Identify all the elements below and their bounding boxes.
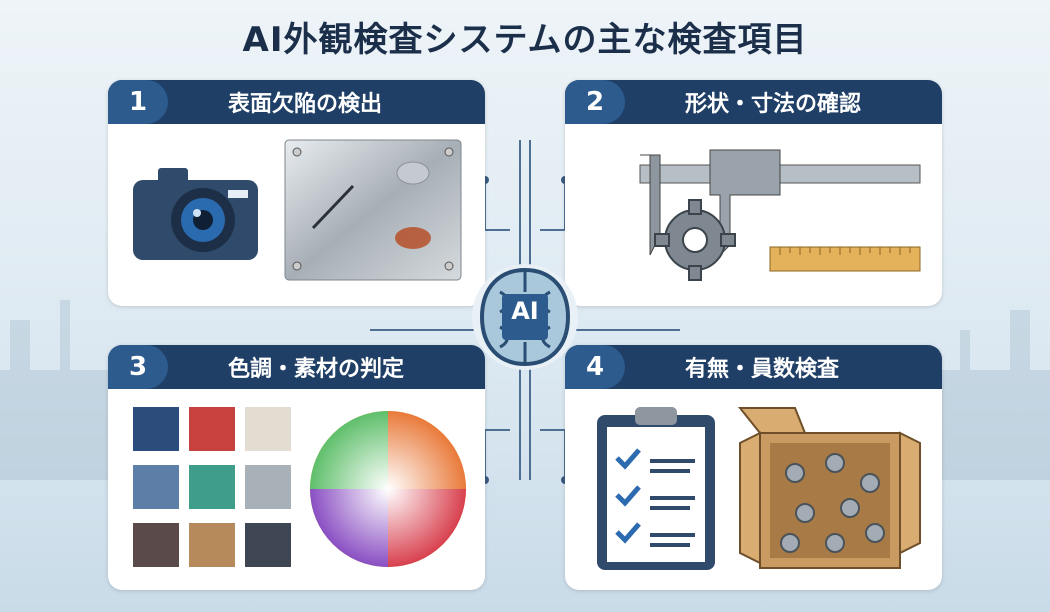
checklist-clipboard-icon (597, 407, 715, 570)
gear-icon (654, 199, 736, 281)
camera-icon (133, 168, 258, 260)
factory-silhouette-left (0, 300, 110, 480)
parts-box-icon (737, 407, 921, 569)
panel-presence-count: 4 有無・員数検査 (565, 345, 942, 590)
material-swatches (133, 407, 291, 567)
panel-number: 2 (565, 80, 625, 124)
page-title: AI外観検査システムの主な検査項目 (242, 20, 808, 60)
panel-title: 表面欠陥の検出 (228, 92, 383, 117)
panel-color-material: 3 色調・素材の判定 (108, 345, 485, 590)
panel-title: 形状・寸法の確認 (685, 92, 862, 117)
panel-surface-defect: 1 表面欠陥の検出 (108, 80, 485, 306)
factory-silhouette-right (940, 310, 1050, 480)
caliper-icon (639, 149, 921, 272)
color-wheel (310, 411, 466, 567)
ai-label: AI (511, 297, 539, 325)
panel-number: 3 (108, 345, 168, 389)
ai-brain-icon (472, 264, 578, 370)
panel-number: 4 (565, 345, 625, 389)
panel-number: 1 (108, 80, 168, 124)
panel-title: 有無・員数検査 (685, 357, 840, 382)
panel-title: 色調・素材の判定 (228, 357, 405, 382)
metal-plate-defect-image (284, 139, 462, 281)
panel-shape-dimension: 2 形状・寸法の確認 (565, 80, 942, 306)
